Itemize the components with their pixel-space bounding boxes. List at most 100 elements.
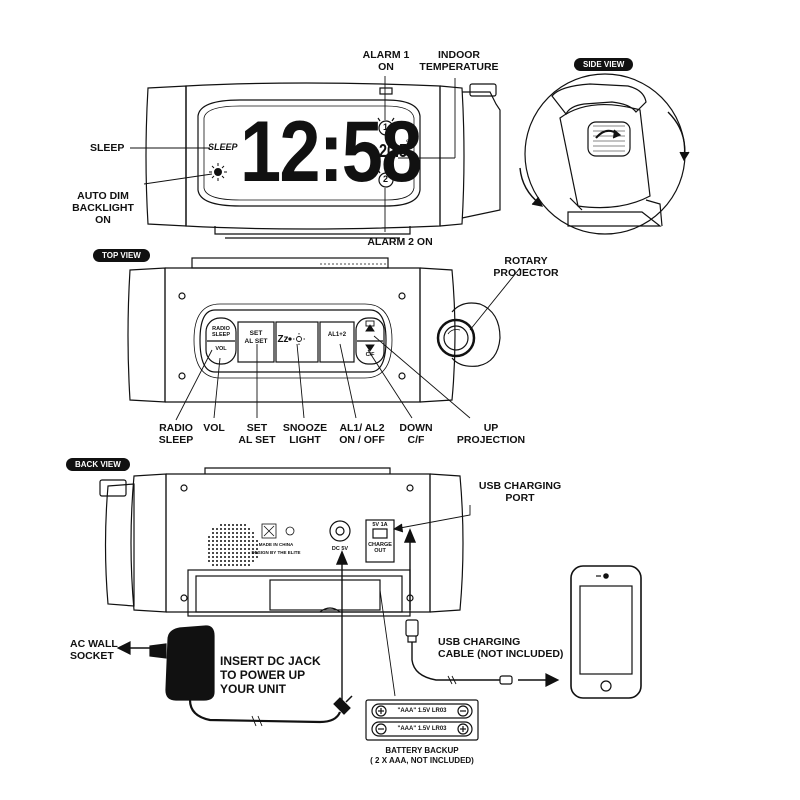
grille-dot — [208, 560, 210, 562]
grille-dot — [216, 556, 218, 558]
grille-dot — [240, 532, 242, 534]
grille-dot — [224, 552, 226, 554]
sun-icon — [209, 163, 227, 181]
grille-dot — [256, 548, 258, 550]
grille-dot — [228, 560, 230, 562]
design-label: DESIGN BY THE ELITE — [251, 550, 301, 555]
grille-dot — [236, 556, 238, 558]
grille-dot — [228, 548, 230, 550]
usb-port-label: 5V 1A — [372, 522, 388, 528]
battery1-label: "AAA" 1.5V LR03 — [397, 708, 447, 714]
grille-dot — [220, 528, 222, 530]
battery-pack — [365, 699, 479, 741]
grille-dot — [240, 552, 242, 554]
grille-dot — [248, 536, 250, 538]
grille-dot — [236, 560, 238, 562]
grille-dot — [256, 540, 258, 542]
grille-dot — [232, 556, 234, 558]
down-cf-callout: DOWN C/F — [399, 422, 433, 446]
grille-dot — [228, 536, 230, 538]
al12-button-label[interactable]: AL1+2 — [327, 332, 347, 338]
grille-dot — [212, 560, 214, 562]
grille-dot — [220, 548, 222, 550]
back-callout-lines — [335, 505, 471, 700]
grille-dot — [208, 548, 210, 550]
grille-dot — [228, 540, 230, 542]
vol-button-label[interactable]: VOL — [215, 346, 227, 352]
top-button-icons — [288, 320, 375, 352]
usb-cable — [405, 619, 560, 687]
grille-dot — [216, 540, 218, 542]
grille-dot — [248, 552, 250, 554]
grille-dot — [252, 560, 254, 562]
rotary-projector-callout-line — [469, 267, 521, 331]
grille-dot — [228, 564, 230, 566]
set-button-label[interactable]: SET — [249, 330, 263, 337]
grille-dot — [232, 552, 234, 554]
grille-dot — [228, 556, 230, 558]
grille-dot — [212, 548, 214, 550]
grille-dot — [232, 560, 234, 562]
grille-dot — [228, 544, 230, 546]
grille-dot — [236, 540, 238, 542]
grille-dot — [244, 536, 246, 538]
grille-dot — [244, 564, 246, 566]
grille-dot — [232, 548, 234, 550]
temperature-display: 20.5 — [379, 141, 408, 161]
grille-dot — [236, 532, 238, 534]
side-view-tag: SIDE VIEW — [574, 58, 634, 71]
grille-dot — [244, 560, 246, 562]
dc-port-label: DC 5V — [331, 546, 349, 552]
grille-dot — [224, 532, 226, 534]
grille-dot — [216, 548, 218, 550]
cf-button-label[interactable]: C/F — [365, 352, 375, 358]
side-view-projector — [519, 65, 690, 235]
top-view-tag: TOP VIEW — [93, 249, 150, 262]
grille-dot — [244, 524, 246, 526]
clock-time-display: 12:58 — [240, 104, 422, 200]
grille-dot — [232, 540, 234, 542]
grille-dot — [236, 536, 238, 538]
alarm2-badge: 2 — [383, 174, 389, 184]
sleep-indicator: SLEEP — [208, 142, 238, 152]
indoor-temperature-callout: INDOOR TEMPERATURE — [419, 49, 499, 73]
grille-dot — [244, 544, 246, 546]
sleep-callout: SLEEP — [90, 142, 125, 154]
snooze-button-label[interactable]: Zz — [277, 334, 289, 345]
grille-dot — [208, 556, 210, 558]
speaker-grille — [208, 524, 258, 566]
front-view-clock — [145, 82, 501, 239]
grille-dot — [208, 552, 210, 554]
grille-dot — [248, 560, 250, 562]
temperature-unit: °C — [406, 140, 414, 147]
grille-dot — [220, 560, 222, 562]
grille-dot — [236, 544, 238, 546]
grille-dot — [256, 556, 258, 558]
ac-wall-socket-callout: AC WALL SOCKET — [70, 638, 118, 662]
radio-button-label[interactable]: RADIO SLEEP — [211, 326, 231, 338]
back-view-tag: BACK VIEW — [66, 458, 130, 471]
top-view-clock — [127, 257, 501, 403]
grille-dot — [252, 544, 254, 546]
grille-dot — [212, 544, 214, 546]
grille-dot — [256, 544, 258, 546]
grille-dot — [224, 536, 226, 538]
grille-dot — [244, 556, 246, 558]
grille-dot — [240, 556, 242, 558]
grille-dot — [212, 532, 214, 534]
grille-dot — [216, 560, 218, 562]
ac-adapter — [116, 625, 353, 727]
charge-out-label: CHARGE OUT — [368, 542, 392, 554]
battery2-label: "AAA" 1.5V LR03 — [397, 726, 447, 732]
grille-dot — [216, 532, 218, 534]
grille-dot — [224, 544, 226, 546]
usb-charging-port-callout: USB CHARGING PORT — [478, 480, 562, 504]
grille-dot — [236, 528, 238, 530]
al-set-button-label[interactable]: AL SET — [244, 338, 268, 345]
set-al-set-callout: SET AL SET — [238, 422, 276, 446]
grille-dot — [248, 548, 250, 550]
grille-dot — [236, 552, 238, 554]
grille-dot — [220, 552, 222, 554]
grille-dot — [248, 564, 250, 566]
grille-dot — [212, 552, 214, 554]
